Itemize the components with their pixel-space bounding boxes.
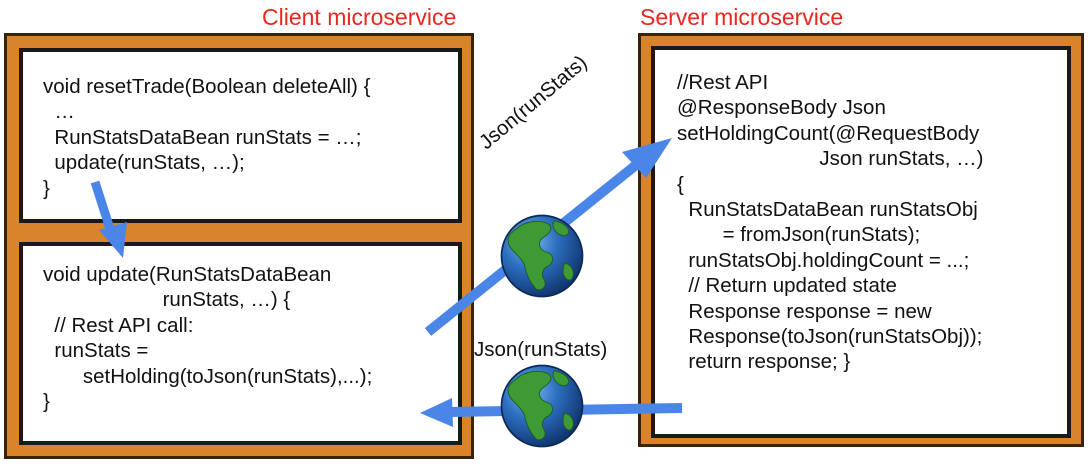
server-title: Server microservice <box>640 4 844 30</box>
rest-api-box: //Rest API @ResponseBody Json setHolding… <box>651 46 1071 438</box>
client-microservice: void resetTrade(Boolean deleteAll) { … R… <box>4 33 474 459</box>
globe-icon <box>500 214 584 298</box>
update-box: void update(RunStatsDataBean runStats, …… <box>19 242 462 445</box>
client-title: Client microservice <box>262 4 457 30</box>
server-microservice: //Rest API @ResponseBody Json setHolding… <box>638 33 1084 447</box>
globe-icon <box>500 364 584 448</box>
arrow-request-head <box>622 138 672 178</box>
arrow-response-head <box>420 398 453 427</box>
update-code: void update(RunStatsDataBean runStats, …… <box>43 263 373 414</box>
arrow-reset-to-update <box>90 180 117 237</box>
response-label: Json(runStats) <box>474 338 608 361</box>
reset-trade-code: void resetTrade(Boolean deleteAll) { … R… <box>43 75 371 200</box>
rest-api-code: //Rest API @ResponseBody Json setHolding… <box>677 71 984 374</box>
arrow-reset-to-update-head <box>99 222 127 258</box>
reset-trade-box: void resetTrade(Boolean deleteAll) { … R… <box>19 48 462 223</box>
